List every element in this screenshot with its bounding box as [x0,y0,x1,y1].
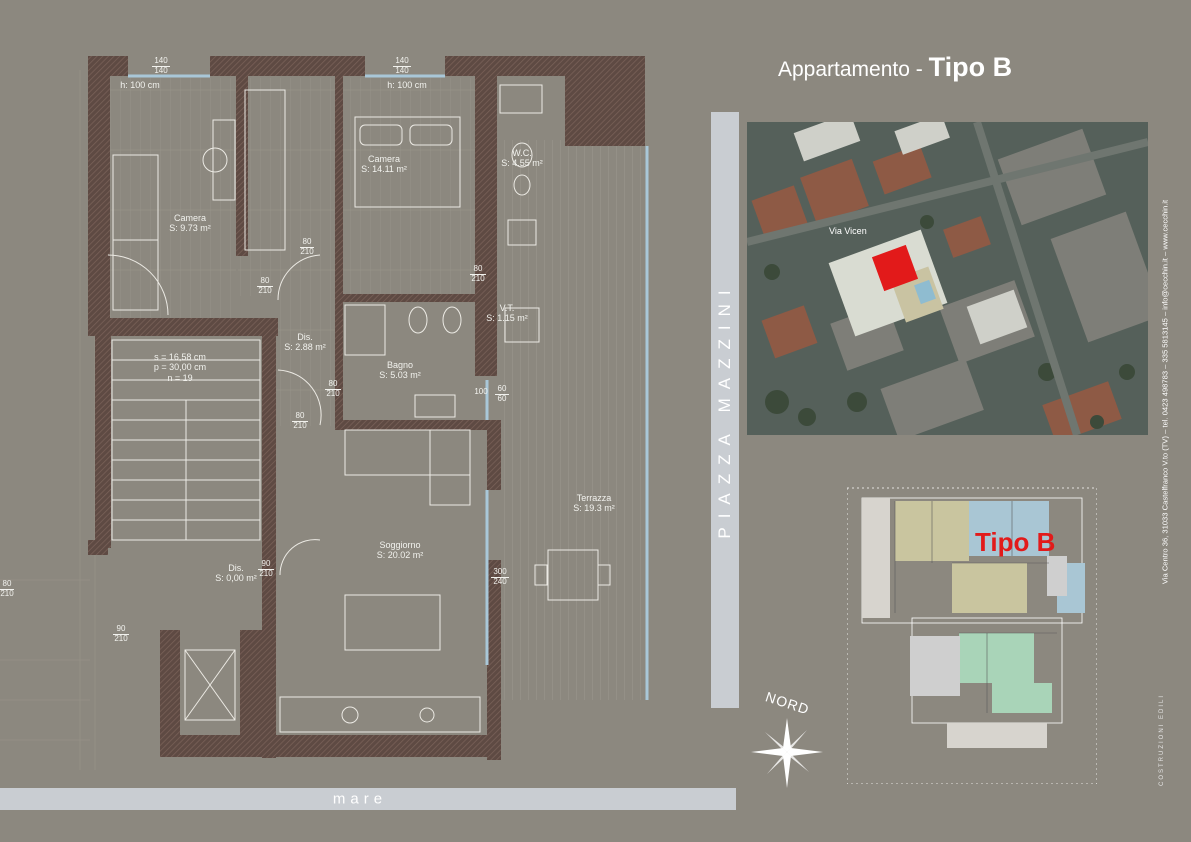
room-soggiorno: Soggiorno S: 20.02 m² [377,540,424,561]
floor-terrace [500,140,645,700]
sea-band: mare [0,788,736,810]
dim-width: 80 [260,276,270,285]
room-area: S: 0,00 m² [215,573,257,584]
company-logo: COSTRUZIONI EDILI [1138,680,1186,800]
street-band: PIAZZA MAZZINI [711,112,739,708]
aerial-street-label: Via Vicen [829,226,867,236]
dim-height: 210 [292,420,308,430]
minimap-highlight-label: Tipo B [975,527,1056,557]
walls [88,56,645,760]
dim-height: 210 [325,388,341,398]
contact-info: Via Centro 36, 31033 Castelfranco V.to (… [1157,122,1173,662]
logo-text: COSTRUZIONI EDILI [1159,693,1165,787]
dim-width: 140 [154,56,168,65]
dim-height: 210 [470,273,486,283]
dim-width: 80 [328,379,338,388]
dim-width: 90 [116,624,126,633]
room-bagno: Bagno S: 5.03 m² [379,360,421,381]
dim-width: 80 [302,237,312,246]
stairs-count: n = 19 [167,372,193,383]
dim-width: 80 [295,411,305,420]
room-area: S: 19.3 m² [573,503,615,514]
sea-label: mare [332,790,388,808]
dim-width: 90 [261,559,271,568]
dim-height: 140 [393,65,411,76]
room-name: Camera [173,213,207,223]
contact-text: Via Centro 36, 31033 Castelfranco V.to (… [1160,199,1170,585]
room-wc: W.C. S: 4.55 m² [501,148,543,169]
minimap-drawing [846,487,1098,785]
stairs-tread: p = 30,00 cm [153,362,207,373]
room-name: Soggiorno [379,540,421,550]
dim-height: 60 [495,393,509,404]
floor-camera-large [238,78,475,296]
sill-height-left: h: 100 cm [120,80,160,90]
room-name: V.T. [499,303,515,313]
aerial-drawing [747,122,1148,435]
dim-window-small: 100 [474,387,488,397]
dim-height: 140 [152,65,170,76]
stairs-riser: s = 16,58 cm [154,352,206,362]
windows [128,74,649,700]
building-floor-map [846,468,1098,785]
floor-disimpegno [275,296,335,426]
dim-height: 210 [0,588,14,598]
dim-height: 210 [300,246,314,256]
dim-width: 140 [395,56,409,65]
room-area: S: 9.73 m² [169,223,211,234]
room-disimpegno-common: Dis. S: 0,00 m² [215,563,257,584]
aerial-photo: Via Vicen [747,122,1148,435]
room-name: W.C. [512,148,532,158]
room-vt: V.T. S: 1.15 m² [486,303,528,324]
room-name: Dis. [297,332,313,342]
dim-height: 210 [257,285,273,295]
room-name: Camera [367,154,401,164]
dim-width: 300 [493,567,507,576]
room-area: S: 2.88 m² [284,342,326,353]
dim-width: 100 [474,387,488,396]
dim-height: 210 [258,568,274,578]
room-terrazza: Terrazza S: 19.3 m² [573,493,615,514]
floor-camera-small [108,78,236,318]
room-name: Bagno [386,360,414,370]
room-disimpegno: Dis. S: 2.88 m² [284,332,326,353]
room-area: S: 14.11 m² [361,164,407,175]
furniture [107,84,611,733]
compass-icon [737,690,837,800]
room-camera-large: Camera S: 14.11 m² [361,154,407,175]
stairs-spec: s = 16,58 cm p = 30,00 cm n = 19 [154,352,206,383]
room-name: Dis. [228,563,244,573]
room-name: Terrazza [576,493,612,503]
room-camera-small: Camera S: 9.73 m² [169,213,211,234]
dim-width: 80 [2,579,12,588]
page-title: Appartamento - Tipo B [778,52,1012,83]
dim-width: 80 [473,264,483,273]
dim-height: 240 [491,576,509,587]
sill-height-right: h: 100 cm [387,80,427,90]
title-prefix: Appartamento - [778,58,929,81]
room-area: S: 20.02 m² [376,550,424,561]
background-grid [0,70,96,770]
room-area: S: 1.15 m² [486,313,528,324]
floor-plan: s = 16,58 cm p = 30,00 cm n = 19 Camera … [0,56,649,770]
dim-width: 60 [497,384,507,393]
street-label: PIAZZA MAZZINI [715,281,734,539]
title-name: Tipo B [928,52,1013,82]
room-area: S: 5.03 m² [379,370,421,381]
room-area: S: 4.55 m² [501,158,543,169]
floor-plan-drawing [0,56,649,770]
dim-height: 210 [113,633,129,643]
